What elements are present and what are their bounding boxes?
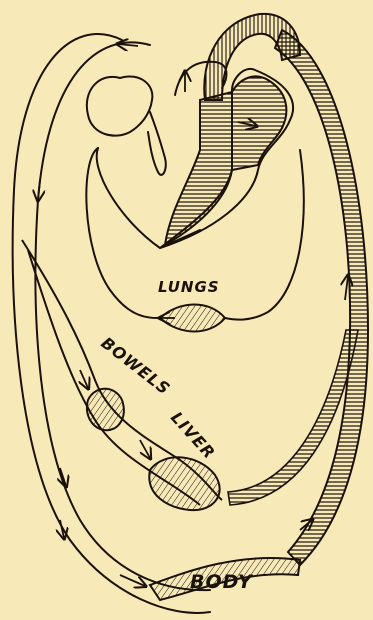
bowels-organ bbox=[87, 389, 124, 430]
pulmonary-vein bbox=[225, 150, 304, 320]
outer-artery-right bbox=[275, 30, 368, 565]
label-body: BODY bbox=[190, 571, 254, 593]
label-lungs: LUNGS bbox=[158, 278, 220, 296]
arrow-right-up bbox=[345, 276, 348, 300]
arrow-liver bbox=[140, 440, 150, 458]
pulmonary-stub bbox=[148, 112, 166, 175]
heart-left-chamber bbox=[87, 77, 153, 136]
label-liver: LIVER bbox=[167, 408, 219, 463]
arrow-top-left bbox=[118, 44, 138, 46]
arrow-portal bbox=[80, 370, 88, 388]
heart-right-ventricle bbox=[165, 92, 232, 245]
arrow-left-down bbox=[38, 180, 40, 200]
pulmonary-artery bbox=[86, 148, 160, 318]
liver-organ bbox=[149, 457, 219, 510]
